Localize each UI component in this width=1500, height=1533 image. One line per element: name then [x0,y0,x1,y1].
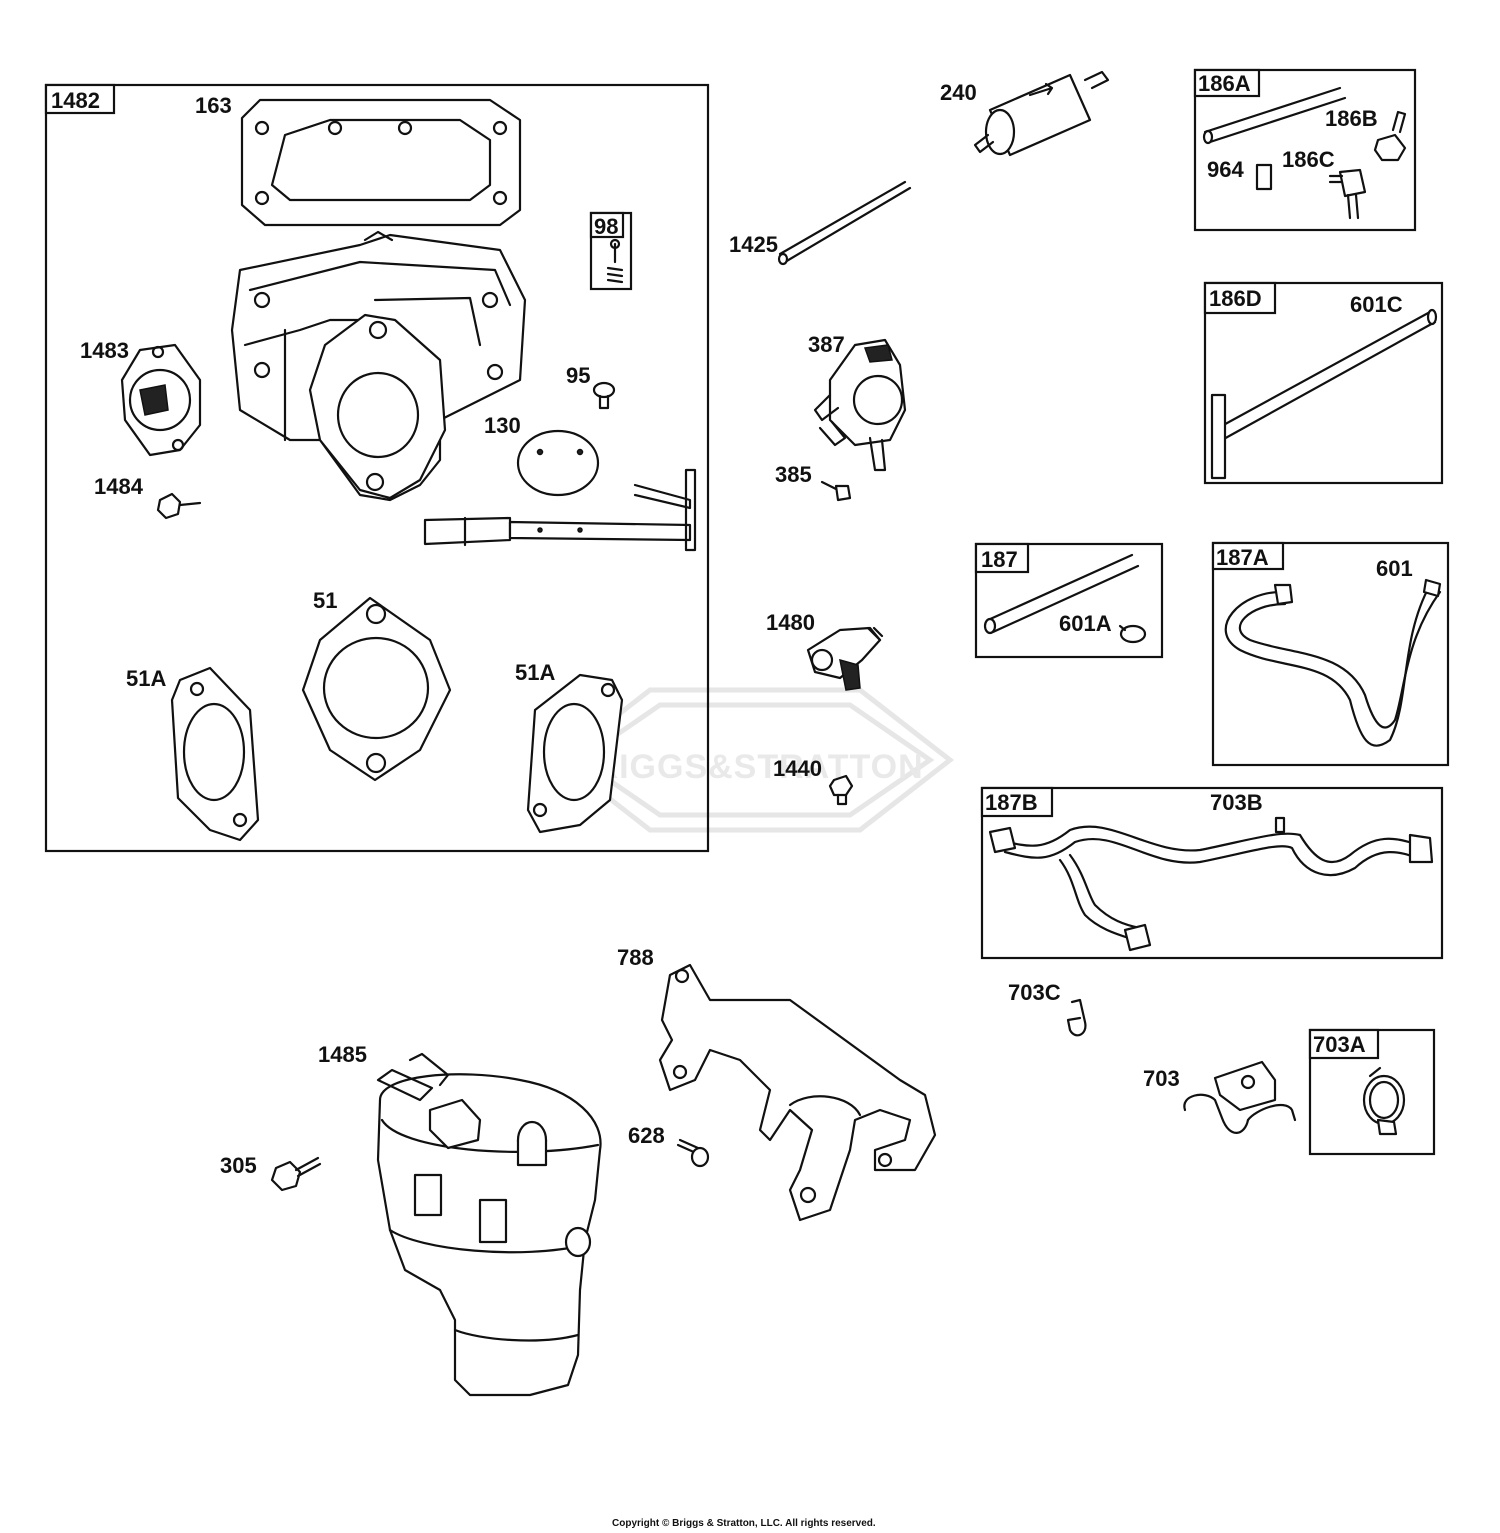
part-703-clamp[interactable] [1183,1060,1297,1134]
brand-watermark: BRIGGS&STRATTON [555,687,955,833]
part-703C-clip[interactable] [1066,998,1087,1037]
group-187B-frame [980,786,1444,960]
group-187A-frame [1211,541,1450,767]
label-601[interactable]: 601 [1376,556,1413,581]
part-1440-screw[interactable] [828,774,854,806]
group-186A-tag [1193,68,1261,98]
group-1482-frame [44,83,710,853]
part-788-bracket[interactable] [658,963,937,1222]
label-601A[interactable]: 601A [1059,611,1112,636]
label-1485[interactable]: 1485 [318,1042,367,1067]
label-51A-left[interactable]: 51A [126,666,166,691]
group-187B-tag [980,786,1054,818]
part-95-screw[interactable] [592,381,616,410]
part-601A-clamp[interactable] [1118,624,1147,644]
label-385[interactable]: 385 [775,462,812,487]
copyright-text: Copyright © Briggs & Stratton, LLC. All … [612,1518,876,1529]
label-1482[interactable]: 1482 [51,88,100,113]
group-186D-tag [1203,281,1277,315]
group-1482-tag [44,83,116,115]
group-187-tag [974,542,1030,574]
label-186C[interactable]: 186C [1282,147,1335,172]
label-163[interactable]: 163 [195,93,232,118]
watermark-text: BRIGGS&STRATTON [568,748,924,786]
part-186B-fitting[interactable] [1373,110,1407,162]
label-187A[interactable]: 187A [1216,545,1269,570]
label-95[interactable]: 95 [566,363,590,388]
part-1480-valve[interactable] [806,626,884,691]
label-1480[interactable]: 1480 [766,610,815,635]
part-387-fuel-pump[interactable] [813,338,907,472]
part-98-screw-spring[interactable] [606,238,624,284]
part-186D-tube [1210,308,1438,480]
label-186D[interactable]: 186D [1209,286,1262,311]
label-703[interactable]: 703 [1143,1066,1180,1091]
label-1440[interactable]: 1440 [773,756,822,781]
label-98[interactable]: 98 [594,214,618,239]
label-703B[interactable]: 703B [1210,790,1263,815]
label-964[interactable]: 964 [1207,157,1244,182]
part-628-screw[interactable] [676,1138,710,1168]
label-788[interactable]: 788 [617,945,654,970]
label-187[interactable]: 187 [981,547,1018,572]
part-385-screw[interactable] [820,480,852,502]
part-1485-fuel-module[interactable] [376,1052,602,1397]
label-130[interactable]: 130 [484,413,521,438]
part-throttle-shaft [423,468,697,552]
label-1425[interactable]: 1425 [729,232,778,257]
part-163-gasket[interactable] [240,98,522,227]
part-305-screw[interactable] [270,1156,322,1192]
part-51A-right-gasket[interactable] [526,673,624,834]
part-carburetor-body [230,230,527,502]
part-240-fuel-filter[interactable] [973,70,1110,157]
label-628[interactable]: 628 [628,1123,665,1148]
part-1425-tube[interactable] [777,180,912,266]
label-1484[interactable]: 1484 [94,474,144,499]
part-51A-left-gasket[interactable] [170,666,260,842]
part-703A-clamp [1362,1066,1406,1136]
group-186D-frame [1203,281,1444,485]
label-387[interactable]: 387 [808,332,845,357]
part-186A-hose [1202,86,1347,145]
label-186B[interactable]: 186B [1325,106,1378,131]
part-1483-cover[interactable] [120,343,202,457]
label-51[interactable]: 51 [313,588,337,613]
label-240[interactable]: 240 [940,80,977,105]
label-186A[interactable]: 186A [1198,71,1251,96]
part-186C-fitting[interactable] [1328,168,1367,220]
label-703C[interactable]: 703C [1008,980,1061,1005]
part-130-throttle-plate[interactable] [516,429,600,497]
group-703A-tag [1308,1028,1380,1060]
part-51-gasket[interactable] [301,596,452,782]
part-187-tube [983,553,1140,635]
group-187A-tag [1211,541,1285,571]
part-187B-hose [988,816,1434,952]
label-703A[interactable]: 703A [1313,1032,1366,1057]
group-98-tag [589,211,625,239]
label-305[interactable]: 305 [220,1153,257,1178]
label-187B[interactable]: 187B [985,790,1038,815]
group-187-frame [974,542,1164,659]
part-1484-screw[interactable] [156,492,202,520]
part-964-sleeve[interactable] [1255,163,1273,191]
part-187A-hose [1224,578,1442,747]
group-186A-frame [1193,68,1417,232]
label-51A-right[interactable]: 51A [515,660,555,685]
label-1483[interactable]: 1483 [80,338,129,363]
label-601C[interactable]: 601C [1350,292,1403,317]
